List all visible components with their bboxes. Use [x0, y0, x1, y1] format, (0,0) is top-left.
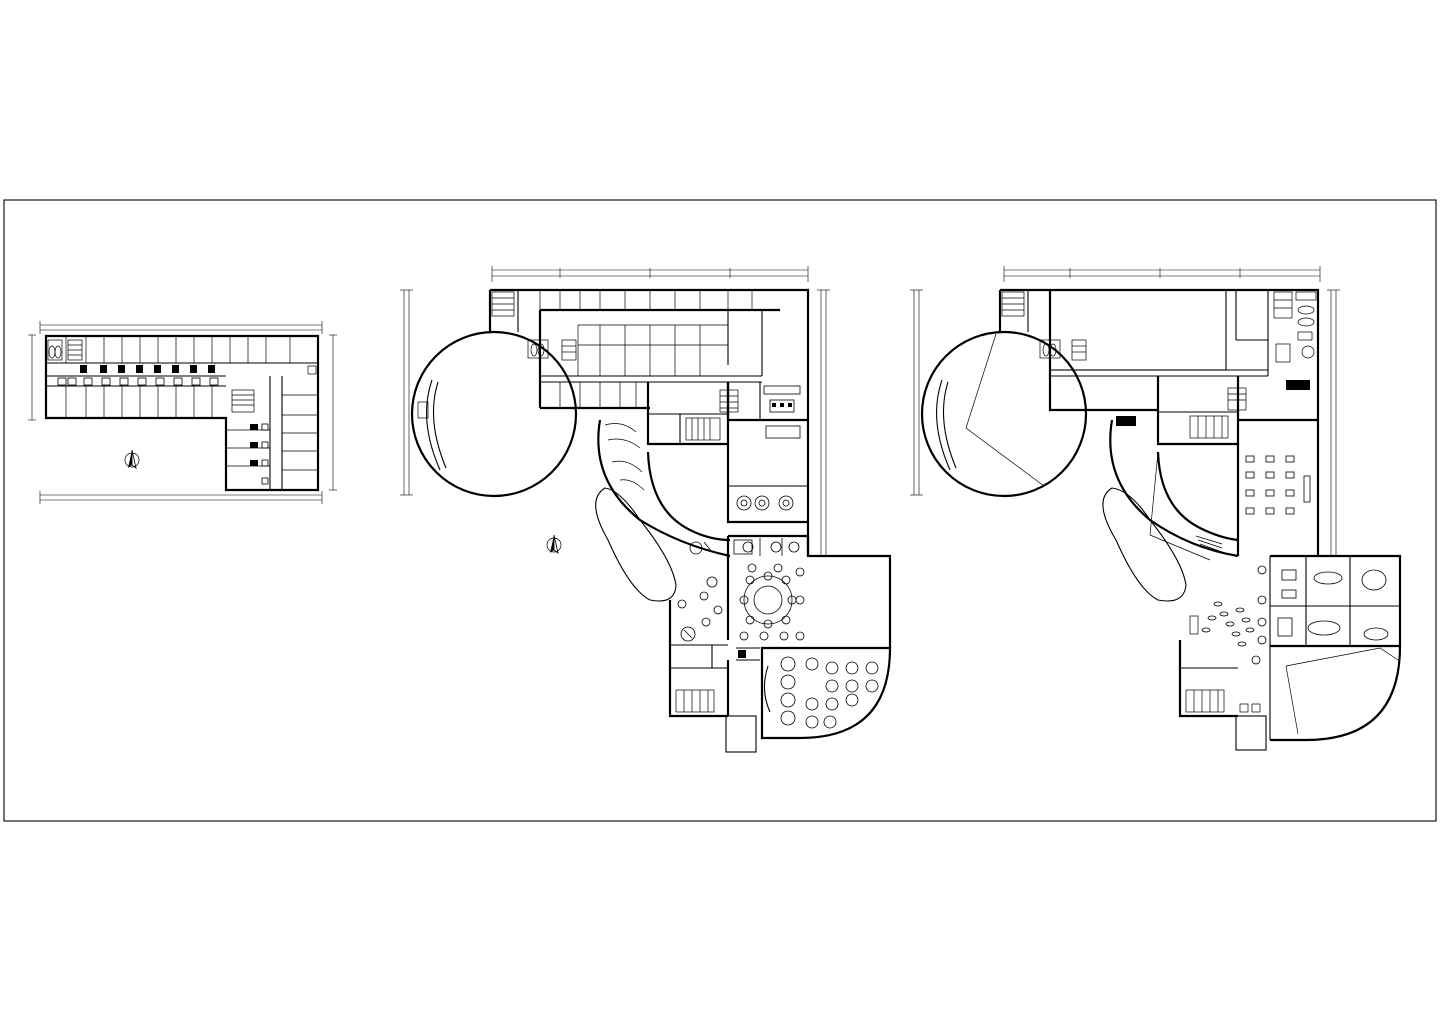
north-arrow-icon — [546, 534, 562, 554]
toilet-block — [1116, 387, 1247, 439]
stair-core — [47, 339, 317, 413]
circular-hall — [410, 330, 578, 498]
dimension-line-right — [1327, 289, 1340, 556]
quarter-circle-roof — [1270, 644, 1402, 742]
curved-stair — [604, 423, 645, 491]
entrance-canopy — [595, 487, 677, 602]
plan-typical-floor — [28, 321, 337, 504]
north-arrow-icon — [124, 449, 140, 469]
guest-rooms-bottom-row — [65, 386, 213, 418]
bathroom-fixtures — [57, 365, 269, 485]
toilet-block — [685, 417, 721, 441]
lobby-furniture — [677, 541, 723, 642]
dimension-line-left — [28, 334, 36, 421]
circular-hall-roof — [920, 330, 1088, 498]
dining-tables-row — [736, 495, 794, 511]
quarter-circle-hall — [760, 646, 892, 740]
stair-core — [1001, 291, 1087, 361]
dimension-line-bottom — [39, 491, 323, 504]
curved-corridor-outer — [597, 419, 731, 558]
curved-stair — [1195, 535, 1223, 553]
dimension-line-right — [329, 334, 337, 491]
dimension-line-top — [491, 266, 809, 282]
dimension-line-right — [817, 289, 830, 556]
hall-round-tables — [780, 656, 879, 729]
building-outline — [44, 334, 320, 492]
meeting-tables — [1251, 565, 1389, 665]
washroom-fixtures — [1273, 291, 1317, 390]
private-dining-rooms — [733, 538, 800, 556]
stair-core — [491, 291, 577, 361]
office-rooms-grid — [539, 290, 753, 408]
toilet-block — [1185, 615, 1261, 713]
entrance-porch — [1235, 715, 1267, 751]
plan-upper-floor — [910, 266, 1402, 751]
double-height-void — [1049, 289, 1227, 371]
curved-corridor-inner — [646, 451, 731, 542]
dimension-line-top — [1003, 266, 1321, 282]
entrance-canopy — [1102, 487, 1187, 602]
entrance-porch — [725, 715, 757, 753]
banquet-round-tables — [739, 563, 805, 641]
dimension-line-left — [400, 289, 413, 496]
toilet-block — [675, 689, 715, 713]
plan-ground-floor — [400, 266, 892, 753]
lounge-chairs — [1201, 601, 1255, 647]
dimension-line-left — [910, 289, 923, 496]
sheet-border — [3, 199, 1437, 822]
meeting-room-tables — [763, 385, 801, 439]
dimension-line-top — [39, 321, 323, 334]
stair-core — [719, 389, 739, 413]
guest-rooms-top-row — [65, 336, 291, 363]
open-office-desks — [1245, 455, 1311, 515]
guest-rooms-east-wing — [226, 394, 318, 471]
